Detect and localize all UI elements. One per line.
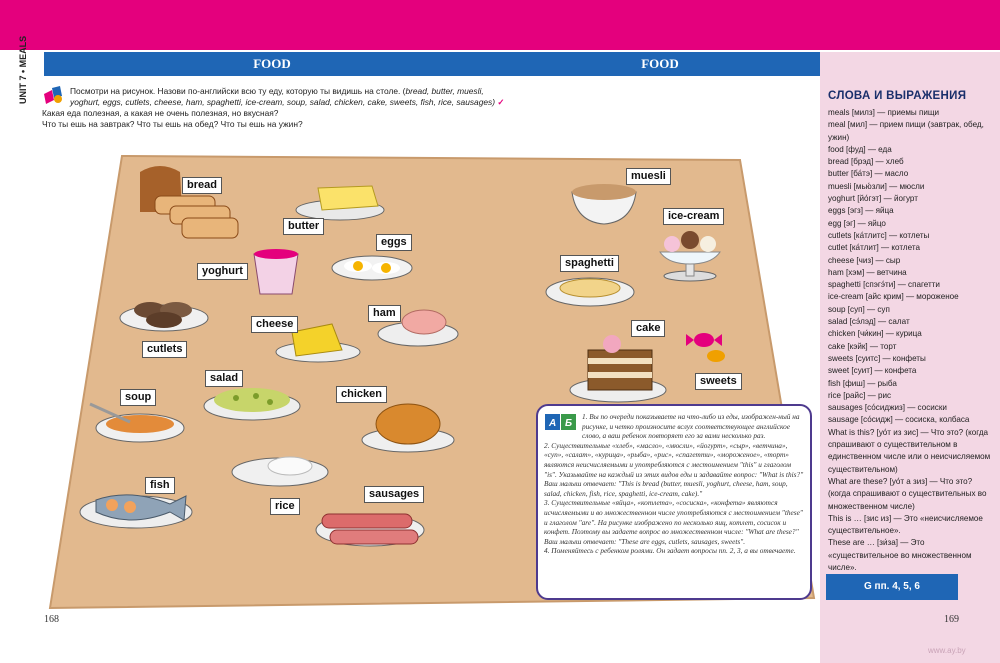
label-sweets: sweets [695, 373, 742, 390]
unit-tab: UNIT 7 • MEALS [0, 36, 40, 108]
vocab-item: sausages [со́сиджиз] — сосиски [828, 403, 947, 413]
muesli-image [571, 184, 637, 225]
salad-image [203, 388, 301, 421]
vocab-item: chicken [чи́кин] — курица [828, 329, 922, 339]
label-cake: cake [631, 320, 666, 337]
vocab-title: СЛОВА И ВЫРАЖЕНИЯ [828, 90, 967, 102]
vocab-item: spaghetti [спэгэ́ти] — спагетти [828, 280, 940, 290]
check-icon: ✓ [497, 97, 505, 107]
instr-questions: Какая еда полезная, а какая не очень пол… [42, 108, 303, 130]
vocab-item: ham [хэм] — ветчина [828, 267, 907, 277]
label-butter: butter [283, 218, 325, 235]
vocab-item: ice-cream [айс крим] — мороженое [828, 292, 959, 302]
vocab-panel [820, 52, 1000, 663]
note-3: 3. Существительные «яйца», «котлета», «с… [544, 498, 803, 546]
vocab-item: eggs [эгз] — яйца [828, 206, 894, 216]
vocab-item: This is … [зис из] — Это «неисчисляемое … [828, 513, 983, 536]
grammar-reference-box: G пп. 4, 5, 6 [826, 574, 958, 600]
cake-image [569, 335, 667, 403]
note-2: 2. Существительные «хлеб», «масло», «мюс… [544, 440, 804, 498]
book-icon: A Б [545, 414, 576, 430]
vocab-item: egg [эг] — яйцо [828, 218, 886, 228]
chicken-image [361, 403, 455, 453]
sausages-image [315, 513, 425, 547]
label-cheese: cheese [251, 316, 299, 333]
label-eggs: eggs [376, 234, 412, 251]
instr-line2-italic: yoghurt, eggs, cutlets, cheese, ham, spa… [70, 97, 496, 107]
label-spaghetti: spaghetti [560, 255, 619, 272]
instr-line4: Что ты ешь на завтрак? Что ты ешь на обе… [42, 119, 303, 129]
task-icon [44, 86, 62, 104]
cutlets-image [119, 302, 209, 332]
instr-line1: Посмотри на рисунок. Назови по-английски… [70, 86, 406, 96]
right-page-title: FOOD [500, 52, 820, 76]
label-sausages: sausages [364, 486, 425, 503]
vocab-item: sweet [суит] — конфета [828, 366, 917, 376]
label-yoghurt: yoghurt [197, 263, 248, 280]
vocab-item: What is this? [уо́т из зис] — Что это? (… [828, 427, 991, 474]
left-page-title: FOOD [44, 52, 500, 76]
header-gap [40, 52, 44, 76]
vocab-item: meal [мил] — прием пищи (завтрак, обед, … [828, 120, 984, 142]
label-bread: bread [182, 177, 222, 194]
yoghurt-image [253, 249, 299, 295]
watermark: www.ay.by [928, 646, 966, 655]
vocab-item: rice [райс] — рис [828, 390, 892, 400]
vocab-item: meals [милз] — приемы пищи [828, 108, 940, 117]
vocab-list: meals [милз] — приемы пищи meal [мил] — п… [828, 107, 994, 574]
page-number-right: 169 [944, 614, 959, 625]
vocab-item: sausage [со́сидж] — сосиска, колбаса [828, 415, 970, 425]
vocab-item: cheese [чиз] — сыр [828, 255, 901, 265]
label-ham: ham [368, 305, 401, 322]
vocab-item: cutlet [ка́тлит] — котлета [828, 243, 920, 253]
vocab-item: cake [кэйк] — торт [828, 341, 897, 351]
label-fish: fish [145, 477, 175, 494]
note-4: 4. Поменяйтесь с ребенком ролями. Он зад… [544, 546, 796, 556]
label-chicken: chicken [336, 386, 387, 403]
instr-line3: Какая еда полезная, а какая не очень пол… [42, 108, 279, 118]
unit-tab-label: UNIT 7 • MEALS [18, 35, 28, 104]
label-rice: rice [270, 498, 300, 515]
svg-text:Б: Б [565, 418, 572, 429]
soup-image [89, 402, 185, 443]
label-ice-cream: ice-cream [663, 208, 725, 225]
instr-line1-italic: bread, butter, muesli, [405, 86, 484, 96]
spaghetti-image [545, 277, 635, 307]
label-muesli: muesli [626, 168, 671, 185]
sweets-image [686, 333, 725, 362]
vocab-item: fish [фиш] — рыба [828, 378, 897, 388]
fish-image [79, 494, 193, 529]
vocab-item: bread [брэд] — хлеб [828, 157, 904, 167]
vocab-item: cutlets [ка́тлитс] — котлеты [828, 230, 930, 240]
top-color-band [0, 0, 1000, 50]
note-1: 1. Вы по очереди показываете на что-либо… [582, 412, 800, 441]
vocab-item: butter [ба́тэ] — масло [828, 169, 909, 179]
label-soup: soup [120, 389, 157, 406]
label-salad: salad [205, 370, 244, 387]
ice-cream-image [659, 231, 721, 282]
butter-image [295, 185, 385, 221]
vocab-item: These are … [зи́за] — Это «существительн… [828, 538, 972, 572]
label-cutlets: cutlets [142, 341, 188, 358]
svg-text:A: A [548, 418, 556, 429]
vocab-item: soup [суп] — суп [828, 304, 890, 314]
parent-notes: A Б 1. Вы по очереди показываете на что-… [536, 404, 812, 600]
page-number-left: 168 [44, 614, 59, 625]
task-instructions: Посмотри на рисунок. Назови по-английски… [70, 86, 504, 108]
vocab-item: What are these? [уо́т а зиз] — Что это? … [828, 476, 987, 511]
rice-image [231, 456, 329, 487]
vocab-item: salad [сэ́лэд] — салат [828, 317, 910, 327]
vocab-item: food [фуд] — еда [828, 144, 892, 154]
eggs-image [331, 255, 413, 281]
vocab-item: yoghurt [йо́гэт] — йогурт [828, 194, 918, 204]
vocab-item: muesli [мью́зли] — мюсли [828, 181, 925, 191]
vocab-item: sweets [суитс] — конфеты [828, 353, 926, 363]
